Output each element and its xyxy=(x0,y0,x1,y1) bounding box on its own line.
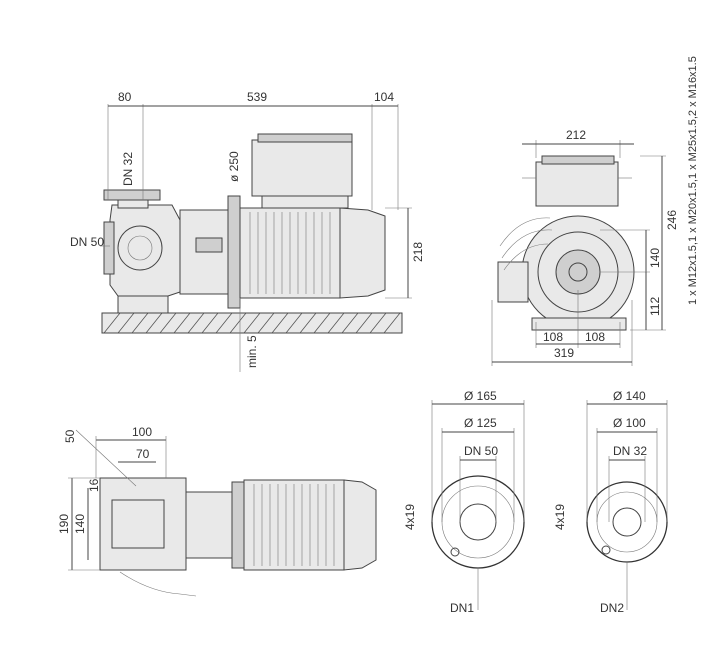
dim-108-left: 108 xyxy=(543,330,563,344)
dn1-hole xyxy=(450,547,460,557)
end-cable-coil xyxy=(499,217,553,271)
dn2-hole xyxy=(601,545,611,555)
pump-volute-inner xyxy=(127,235,153,261)
dim-218: 218 xyxy=(411,242,425,262)
floor-hatching xyxy=(103,312,401,334)
dn2-bolt-circle xyxy=(596,491,658,553)
dn2-holes: 4x19 xyxy=(553,504,567,530)
dim-108-right: 108 xyxy=(585,330,605,344)
dn1-dia-165: Ø 165 xyxy=(464,389,497,403)
outlet-flange xyxy=(103,189,161,201)
pump-casing xyxy=(109,204,181,297)
dim-104: 104 xyxy=(374,90,394,104)
coupling-block xyxy=(195,237,223,253)
dim-539: 539 xyxy=(247,90,267,104)
top-pump-inner xyxy=(111,499,165,549)
label-dia-250: ø 250 xyxy=(227,151,241,182)
dim-100: 100 xyxy=(132,425,152,439)
motor-flange xyxy=(227,195,241,309)
electronics-base xyxy=(261,195,349,209)
dim-16: 16 xyxy=(87,478,101,492)
end-electronics-lid xyxy=(541,155,615,165)
electronics-box xyxy=(251,139,353,197)
dn1-bore xyxy=(459,503,497,541)
dim-246: 246 xyxy=(665,210,679,230)
end-terminal xyxy=(497,261,529,303)
outlet-neck xyxy=(117,199,149,209)
top-lantern xyxy=(185,491,233,559)
dn1-label: DN1 xyxy=(450,601,474,615)
dn2-dn: DN 32 xyxy=(613,444,647,458)
dn2-label: DN2 xyxy=(600,601,624,615)
top-pump-body xyxy=(99,477,187,571)
dim-212: 212 xyxy=(566,128,586,142)
top-view: 100 70 50 16 190 140 xyxy=(57,425,377,597)
cable-glands-note: 1 x M12x1.5,1 x M20x1.5,1 x M25x1.5,2 x … xyxy=(687,56,699,305)
dim-50: 50 xyxy=(63,429,77,443)
dn2-dia-140: Ø 140 xyxy=(613,389,646,403)
motor-fins xyxy=(249,212,331,294)
top-motor-fins xyxy=(253,484,335,566)
dn1-dia-125: Ø 125 xyxy=(464,416,497,430)
end-motor-hub xyxy=(555,249,601,295)
flange-dn1: Ø 165 Ø 125 DN 50 4x19 DN1 xyxy=(403,389,525,615)
fan-cover xyxy=(339,207,386,299)
label-dn32: DN 32 xyxy=(121,152,135,186)
dn2-dia-100: Ø 100 xyxy=(613,416,646,430)
dim-190: 190 xyxy=(57,514,71,534)
flange-dn2: Ø 140 Ø 100 DN 32 4x19 DN2 xyxy=(553,389,668,615)
end-motor-shaft xyxy=(568,262,588,282)
end-motor-feet xyxy=(531,317,627,331)
dim-70: 70 xyxy=(136,447,150,461)
top-fan-cover xyxy=(343,479,377,571)
side-view: 80 539 104 DN 32 DN 50 ø 250 218 min. 5 xyxy=(70,90,425,372)
dn1-dn: DN 50 xyxy=(464,444,498,458)
dn1-holes: 4x19 xyxy=(403,504,417,530)
top-cable xyxy=(119,571,197,597)
dn2-outer xyxy=(586,481,668,563)
pump-volute xyxy=(117,225,163,271)
dim-140-end: 140 xyxy=(648,248,662,268)
dim-319: 319 xyxy=(554,346,574,360)
top-motor-flange xyxy=(231,481,245,569)
dim-80: 80 xyxy=(118,90,132,104)
end-view: 212 246 140 112 108 108 319 1 x M12x1.5,… xyxy=(491,56,699,366)
dn1-outer xyxy=(431,475,525,569)
inlet-flange xyxy=(103,221,115,275)
dim-112: 112 xyxy=(648,297,662,316)
dn2-bore xyxy=(612,507,642,537)
dn1-bolt-circle xyxy=(441,485,515,559)
dim-140-top: 140 xyxy=(73,514,87,534)
label-dn50: DN 50 xyxy=(70,235,104,249)
end-electronics-box xyxy=(535,161,619,207)
pump-foot xyxy=(117,293,169,314)
dim-min5: min. 5 xyxy=(245,335,259,368)
electronics-lid xyxy=(257,133,353,143)
